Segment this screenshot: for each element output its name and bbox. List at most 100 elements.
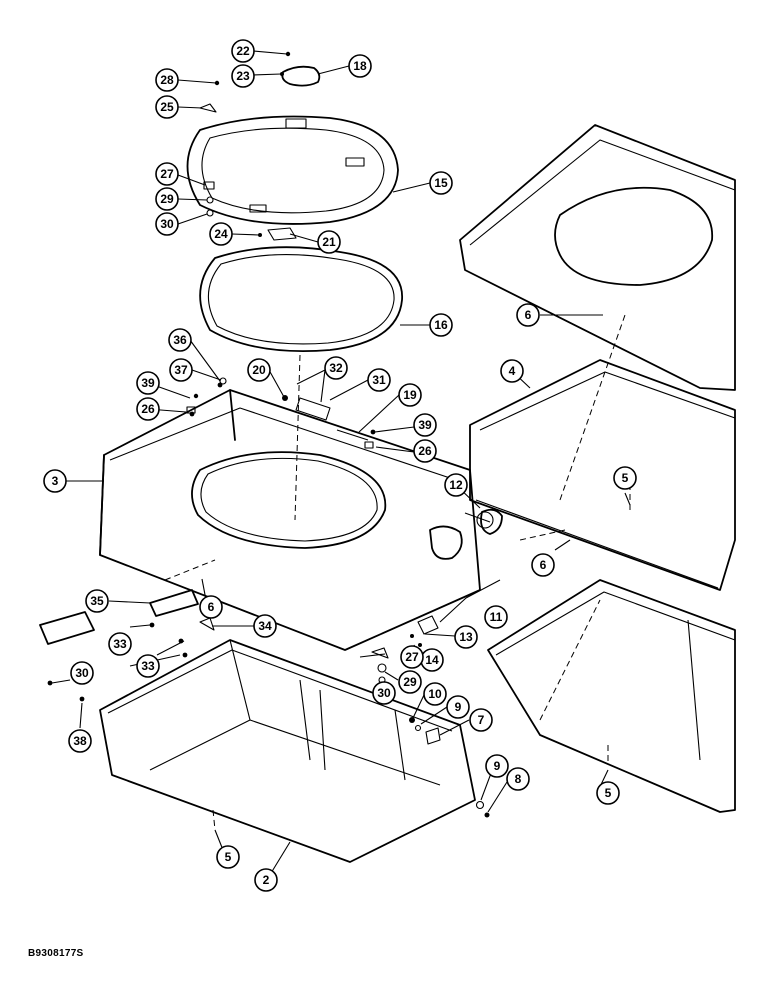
callout-9a: 9	[446, 695, 470, 719]
lid-cover-part-15	[186, 115, 399, 225]
callout-39a: 39	[136, 371, 160, 395]
svg-text:7: 7	[478, 713, 485, 727]
svg-text:5: 5	[622, 471, 629, 485]
svg-text:15: 15	[434, 176, 448, 190]
callout-6b: 6	[516, 303, 540, 327]
svg-text:18: 18	[353, 59, 367, 73]
svg-text:5: 5	[605, 786, 612, 800]
callout-6a: 6	[199, 595, 223, 619]
svg-text:11: 11	[490, 610, 503, 624]
right-top-housing	[459, 124, 736, 391]
svg-text:30: 30	[75, 666, 89, 680]
callout-15: 15	[429, 171, 453, 195]
svg-text:27: 27	[160, 167, 174, 181]
svg-text:22: 22	[236, 44, 250, 58]
svg-text:13: 13	[459, 630, 473, 644]
small-hardware-top	[199, 51, 297, 241]
callout-37: 37	[169, 358, 193, 382]
svg-text:28: 28	[160, 73, 174, 87]
svg-text:34: 34	[258, 619, 272, 633]
callout-4: 4	[500, 359, 524, 383]
callout-32: 32	[324, 356, 348, 380]
svg-text:39: 39	[418, 418, 432, 432]
svg-text:6: 6	[540, 558, 547, 572]
svg-text:8: 8	[515, 772, 522, 786]
svg-text:9: 9	[455, 700, 462, 714]
callout-27a: 27	[155, 162, 179, 186]
callout-38: 38	[68, 729, 92, 753]
svg-text:33: 33	[141, 659, 155, 673]
callout-29b: 29	[398, 670, 422, 694]
svg-text:6: 6	[208, 600, 215, 614]
small-hardware-lower	[39, 377, 376, 702]
svg-text:21: 21	[322, 235, 336, 249]
callout-5a: 5	[216, 845, 240, 869]
svg-text:10: 10	[428, 687, 442, 701]
callout-10: 10	[423, 682, 447, 706]
svg-text:35: 35	[90, 594, 104, 608]
svg-text:31: 31	[372, 373, 386, 387]
svg-text:29: 29	[160, 192, 174, 206]
callout-34: 34	[253, 614, 277, 638]
callout-26a: 26	[136, 397, 160, 421]
small-hardware-right	[371, 508, 503, 818]
callout-26b: 26	[413, 439, 437, 463]
callout-28: 28	[155, 68, 179, 92]
callout-18: 18	[348, 54, 372, 78]
svg-text:29: 29	[403, 675, 417, 689]
callout-20: 20	[247, 358, 271, 382]
callout-25: 25	[155, 95, 179, 119]
svg-text:24: 24	[214, 227, 228, 241]
svg-text:38: 38	[73, 734, 87, 748]
callout-30c: 30	[372, 681, 396, 705]
svg-text:5: 5	[225, 850, 232, 864]
callout-11: 11	[484, 605, 508, 629]
svg-text:16: 16	[434, 318, 448, 332]
callout-balloons: 22 23 18 28 25 15 27 29 30 24 21 16 36 3…	[43, 39, 637, 892]
drawing-id-label: B9308177S	[28, 948, 84, 959]
svg-text:9: 9	[494, 759, 501, 773]
callout-12: 12	[444, 473, 468, 497]
svg-text:4: 4	[509, 364, 516, 378]
svg-text:32: 32	[329, 361, 343, 375]
callout-30a: 30	[155, 212, 179, 236]
callout-3: 3	[43, 469, 67, 493]
callout-19: 19	[398, 383, 422, 407]
callout-2: 2	[254, 868, 278, 892]
right-lower-housing	[487, 579, 736, 813]
svg-text:30: 30	[377, 686, 391, 700]
svg-text:3: 3	[52, 474, 59, 488]
svg-text:23: 23	[236, 69, 250, 83]
svg-text:6: 6	[525, 308, 532, 322]
callout-33b: 33	[136, 654, 160, 678]
svg-text:26: 26	[141, 402, 155, 416]
right-upper-housing-part-4	[469, 359, 736, 591]
svg-text:14: 14	[425, 653, 439, 667]
svg-text:33: 33	[113, 637, 127, 651]
callout-16: 16	[429, 313, 453, 337]
seal-ring-part-16	[199, 246, 403, 353]
callout-39b: 39	[413, 413, 437, 437]
callout-5c: 5	[596, 781, 620, 805]
callout-22: 22	[231, 39, 255, 63]
svg-text:2: 2	[263, 873, 270, 887]
svg-text:19: 19	[403, 388, 417, 402]
callout-31: 31	[367, 368, 391, 392]
svg-text:25: 25	[160, 100, 174, 114]
svg-text:30: 30	[160, 217, 174, 231]
callout-8: 8	[506, 767, 530, 791]
svg-text:37: 37	[174, 363, 188, 377]
callout-5b: 5	[613, 466, 637, 490]
leader-lines	[51, 50, 631, 879]
callout-36: 36	[168, 328, 192, 352]
callout-9b: 9	[485, 754, 509, 778]
svg-text:27: 27	[405, 650, 419, 664]
callout-35: 35	[85, 589, 109, 613]
callout-7: 7	[469, 708, 493, 732]
bottom-tray-part-2	[99, 639, 476, 863]
latch-plate-part-18	[281, 65, 321, 87]
svg-text:39: 39	[141, 376, 155, 390]
svg-text:20: 20	[252, 363, 266, 377]
callout-30b: 30	[70, 661, 94, 685]
